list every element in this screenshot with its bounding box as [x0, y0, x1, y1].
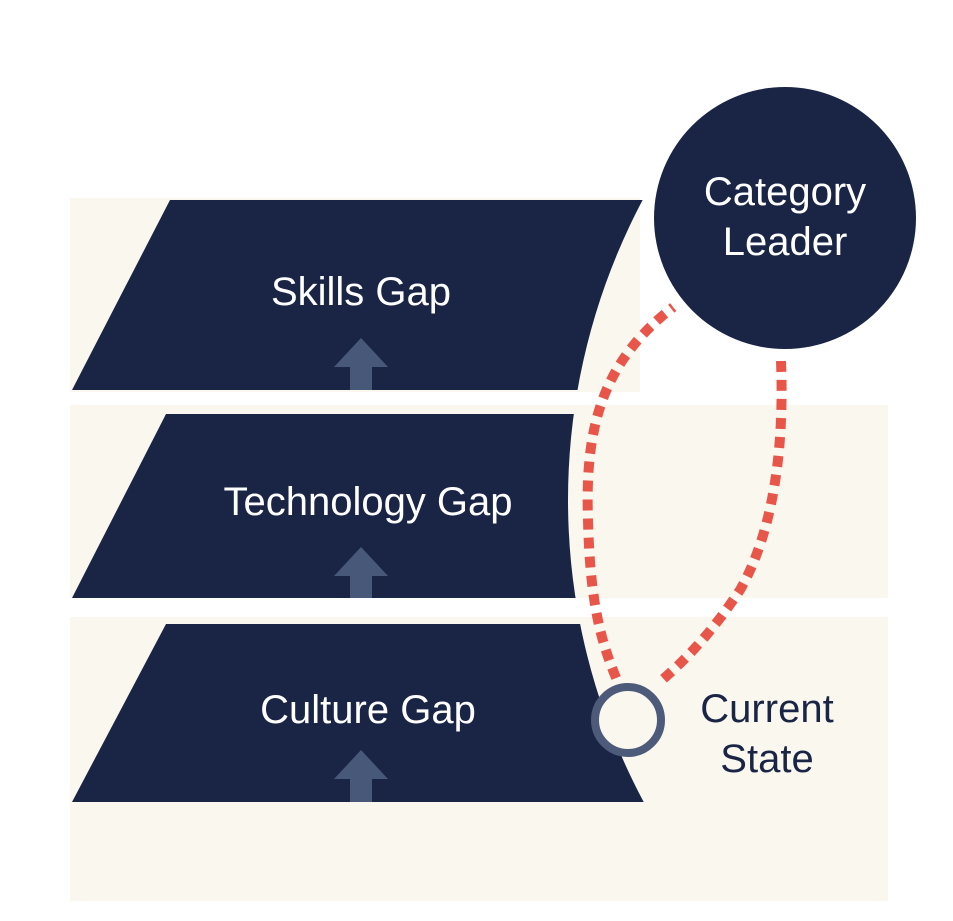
skills-gap-label: Skills Gap — [271, 270, 451, 314]
culture-gap-label: Culture Gap — [260, 688, 476, 732]
category-leader-line2: Leader — [723, 220, 848, 264]
dotted-path-left — [582, 297, 683, 682]
dotted-path-right — [658, 341, 787, 684]
category-leader-line1: Category — [704, 170, 866, 214]
arrow-up-icon — [334, 547, 388, 598]
technology-gap-label: Technology Gap — [223, 480, 512, 524]
current-state-marker — [591, 683, 665, 757]
arrow-up-icon — [334, 750, 388, 802]
technology-gap-shape — [72, 414, 720, 598]
skills-gap-shape — [72, 200, 720, 390]
category-leader-circle — [654, 87, 916, 349]
culture-gap-shape — [72, 624, 720, 802]
arrow-up-icon — [334, 338, 388, 390]
current-state-line2: State — [720, 737, 813, 781]
current-state-line1: Current — [700, 687, 833, 731]
